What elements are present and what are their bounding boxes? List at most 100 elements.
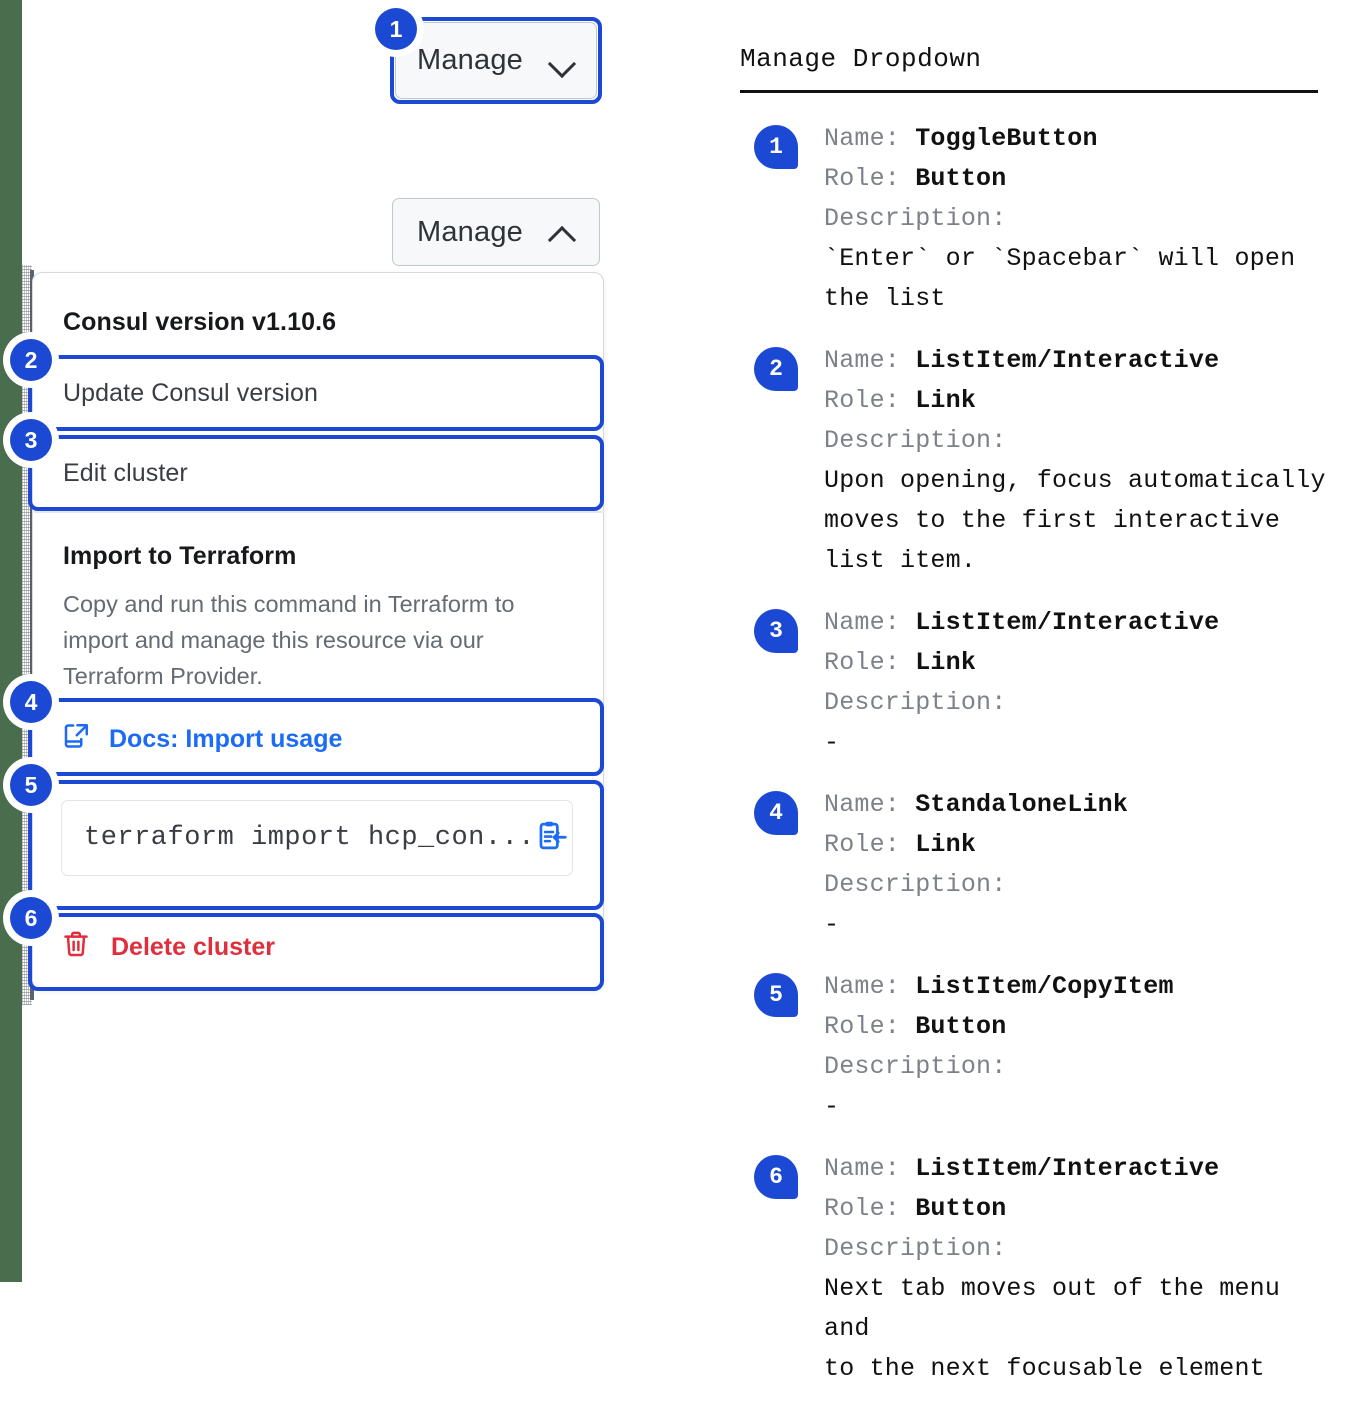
terraform-command-text: terraform import hcp_con...	[84, 823, 535, 853]
annotation-name-line: Name: ListItem/Interactive	[824, 603, 1219, 643]
import-to-terraform-heading: Import to Terraform	[63, 542, 297, 570]
annotation-role-label: Role:	[824, 830, 901, 859]
annotation-description-label: Description:	[824, 870, 1007, 899]
annotation-role-line: Role: Link	[824, 381, 1326, 421]
consul-version-heading: Consul version v1.10.6	[63, 308, 337, 336]
annotation-role-line: Role: Link	[824, 825, 1128, 865]
annotation-role-line: Role: Button	[824, 1007, 1174, 1047]
annotation-role-line: Role: Button	[824, 159, 1295, 199]
focus-ring-edit-cluster	[28, 435, 604, 511]
annotation-name-label: Name:	[824, 1154, 901, 1183]
menu-divider	[34, 511, 604, 513]
annotation-description-label: Description:	[824, 204, 1007, 233]
manage-dropdown-panel: Consul version v1.10.6 Update Consul ver…	[32, 272, 604, 990]
annotation-title-rule	[740, 90, 1318, 93]
annotation-role-label: Role:	[824, 386, 901, 415]
annotation-badge-3: 3	[754, 609, 798, 653]
annotation-name-line: Name: ListItem/Interactive	[824, 341, 1326, 381]
delete-cluster-label: Delete cluster	[111, 933, 275, 961]
manage-toggle-button-closed[interactable]: Manage	[395, 22, 597, 99]
annotation-name-label: Name:	[824, 124, 901, 153]
annotation-badge-1: 1	[754, 125, 798, 169]
annotation-description-value: `Enter` or `Spacebar` will open the list	[824, 244, 1296, 313]
docs-link-label: Docs: Import usage	[109, 725, 343, 753]
annotation-role-label: Role:	[824, 164, 901, 193]
annotation-role-value: Button	[915, 1194, 1007, 1223]
annotation-badge-4: 4	[754, 791, 798, 835]
docs-external-link-icon	[61, 721, 91, 758]
focus-ring-update-consul-version	[28, 355, 604, 431]
focus-ring-docs-link	[28, 698, 604, 776]
terraform-command-copy-field[interactable]: terraform import hcp_con...	[61, 800, 573, 876]
menu-item-docs-import-usage[interactable]: Docs: Import usage	[61, 721, 342, 758]
annotation-role-value: Link	[915, 386, 977, 415]
copy-to-clipboard-icon[interactable]	[535, 819, 569, 858]
focus-ring-copy-field	[28, 780, 604, 910]
annotation-description-label: Description:	[824, 426, 1007, 455]
chevron-down-icon	[549, 48, 575, 74]
annotation-badge-2: 2	[754, 347, 798, 391]
page-edge-strip	[0, 0, 22, 1282]
annotation-role-line: Role: Link	[824, 643, 1219, 683]
annotation-name-label: Name:	[824, 972, 901, 1001]
trash-icon	[61, 929, 91, 966]
chevron-up-icon	[549, 219, 575, 245]
annotation-role-line: Role: Button	[824, 1189, 1340, 1229]
annotation-description-value: -	[824, 910, 840, 939]
annotation-name-label: Name:	[824, 790, 901, 819]
page-edge-texture	[22, 265, 32, 1005]
annotation-name-line: Name: ListItem/Interactive	[824, 1149, 1340, 1189]
manage-toggle-label-open: Manage	[417, 215, 523, 248]
annotation-description-value: Next tab moves out of the menu and to th…	[824, 1274, 1281, 1383]
callout-badge-1: 1	[375, 8, 417, 50]
annotation-role-label: Role:	[824, 1012, 901, 1041]
annotation-name-value: ListItem/Interactive	[915, 1154, 1220, 1183]
menu-item-edit-cluster[interactable]: Edit cluster	[63, 459, 188, 487]
manage-toggle-label: Manage	[417, 44, 523, 76]
annotation-name-value: ListItem/Interactive	[915, 346, 1220, 375]
annotation-role-value: Button	[915, 164, 1007, 193]
annotation-name-value: ToggleButton	[915, 124, 1098, 153]
callout-badge-3: 3	[10, 419, 52, 461]
annotation-name-label: Name:	[824, 346, 901, 375]
manage-toggle-button-open[interactable]: Manage	[392, 198, 600, 266]
annotation-description-value: Upon opening, focus automatically moves …	[824, 466, 1326, 575]
annotation-name-line: Name: ListItem/CopyItem	[824, 967, 1174, 1007]
annotation-role-value: Link	[915, 648, 977, 677]
callout-badge-4: 4	[10, 681, 52, 723]
annotation-name-value: ListItem/CopyItem	[915, 972, 1174, 1001]
annotation-description-label: Description:	[824, 1052, 1007, 1081]
menu-item-delete-cluster[interactable]: Delete cluster	[61, 929, 275, 966]
annotation-role-value: Button	[915, 1012, 1007, 1041]
annotation-name-value: ListItem/Interactive	[915, 608, 1220, 637]
annotation-badge-5: 5	[754, 973, 798, 1017]
annotation-role-label: Role:	[824, 648, 901, 677]
annotation-name-line: Name: StandaloneLink	[824, 785, 1128, 825]
annotation-description-value: -	[824, 728, 840, 757]
toggle-button-focus-ring	[390, 17, 602, 104]
annotation-badge-6: 6	[754, 1155, 798, 1199]
annotation-name-value: StandaloneLink	[915, 790, 1129, 819]
annotation-description-value: -	[824, 1092, 840, 1121]
annotation-role-value: Link	[915, 830, 977, 859]
menu-item-update-consul-version[interactable]: Update Consul version	[63, 379, 319, 407]
annotation-name-label: Name:	[824, 608, 901, 637]
annotation-description-label: Description:	[824, 688, 1007, 717]
annotation-description-label: Description:	[824, 1234, 1007, 1263]
import-to-terraform-body: Copy and run this command in Terraform t…	[63, 591, 515, 689]
callout-badge-2: 2	[10, 339, 52, 381]
callout-badge-5: 5	[10, 764, 52, 806]
annotation-name-line: Name: ToggleButton	[824, 119, 1295, 159]
